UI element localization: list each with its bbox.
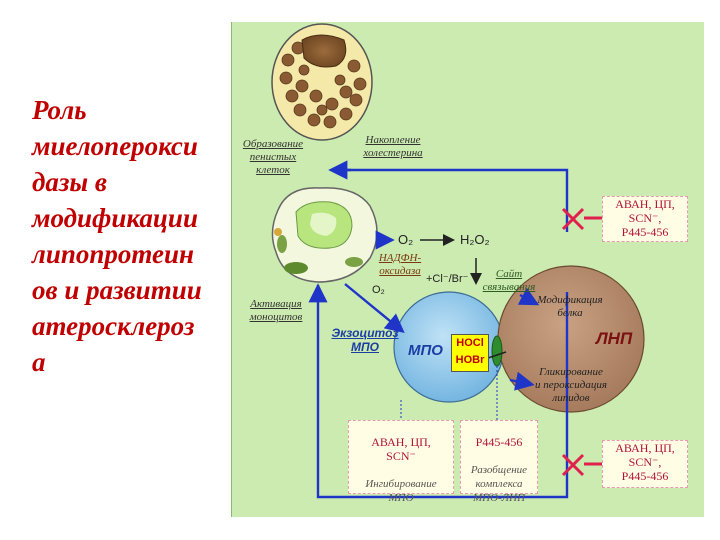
inhibition-marker-bottom xyxy=(561,453,604,477)
ldl-label: ЛНП xyxy=(596,329,633,348)
exocytosis-label: Экзоцитоз МПО xyxy=(331,326,399,354)
mpo-inhibition-text: Ингибирование МПО xyxy=(365,478,437,504)
monocyte-cell xyxy=(271,187,378,283)
inhibition-marker-top xyxy=(561,207,604,231)
o2-radical-label: O₂ xyxy=(398,232,414,247)
slide-title: Роль миелоперокси дазы в модификации лип… xyxy=(32,95,202,377)
foam-cell-label: Образование пенистых клеток xyxy=(242,138,304,176)
nadph-label: НАДФН- оксидаза xyxy=(378,252,422,277)
inhibitor-box-top: АВАН, ЦП, SCN⁻, P445-456 xyxy=(602,196,688,242)
reaction-arrows xyxy=(420,234,507,359)
box-connectors xyxy=(400,366,498,420)
complex-uncoupling-text: Разобщение комплекса МПО-ЛНП xyxy=(470,464,528,504)
complex-uncoupling-title: P445-456 xyxy=(475,435,523,449)
hocl-hobr-box: HOCl HOBr xyxy=(451,334,489,372)
glycation-label: Гликирование и пероксидация липидов xyxy=(535,366,607,404)
mpo-inhibition-box: АВАН, ЦП, SCN⁻ Ингибирование МПО xyxy=(348,420,454,504)
h2o2-label: H₂O₂ xyxy=(460,232,490,247)
binding-site-label: Сайт связывания xyxy=(482,268,536,293)
foam-cell xyxy=(271,23,373,141)
mpo-label: МПО xyxy=(408,342,443,359)
binding-site-marker xyxy=(491,335,503,367)
halide-label: +Cl⁻/Br⁻ xyxy=(426,273,469,285)
pathway-arrows xyxy=(308,160,569,499)
complex-uncoupling-box: P445-456 Разобщение комплекса МПО-ЛНП xyxy=(460,420,538,504)
o2-label: O₂ xyxy=(372,284,385,296)
protein-mod-label: Модификация белка xyxy=(537,294,603,319)
inhibitor-box-bottom: АВАН, ЦП, SCN⁻, P445-456 xyxy=(602,440,688,488)
monocytes-label: Активация моноцитов xyxy=(249,298,303,323)
cholesterol-label: Накопление холестерина xyxy=(363,134,423,159)
mpo-inhibition-title: АВАН, ЦП, SCN⁻ xyxy=(371,435,431,463)
